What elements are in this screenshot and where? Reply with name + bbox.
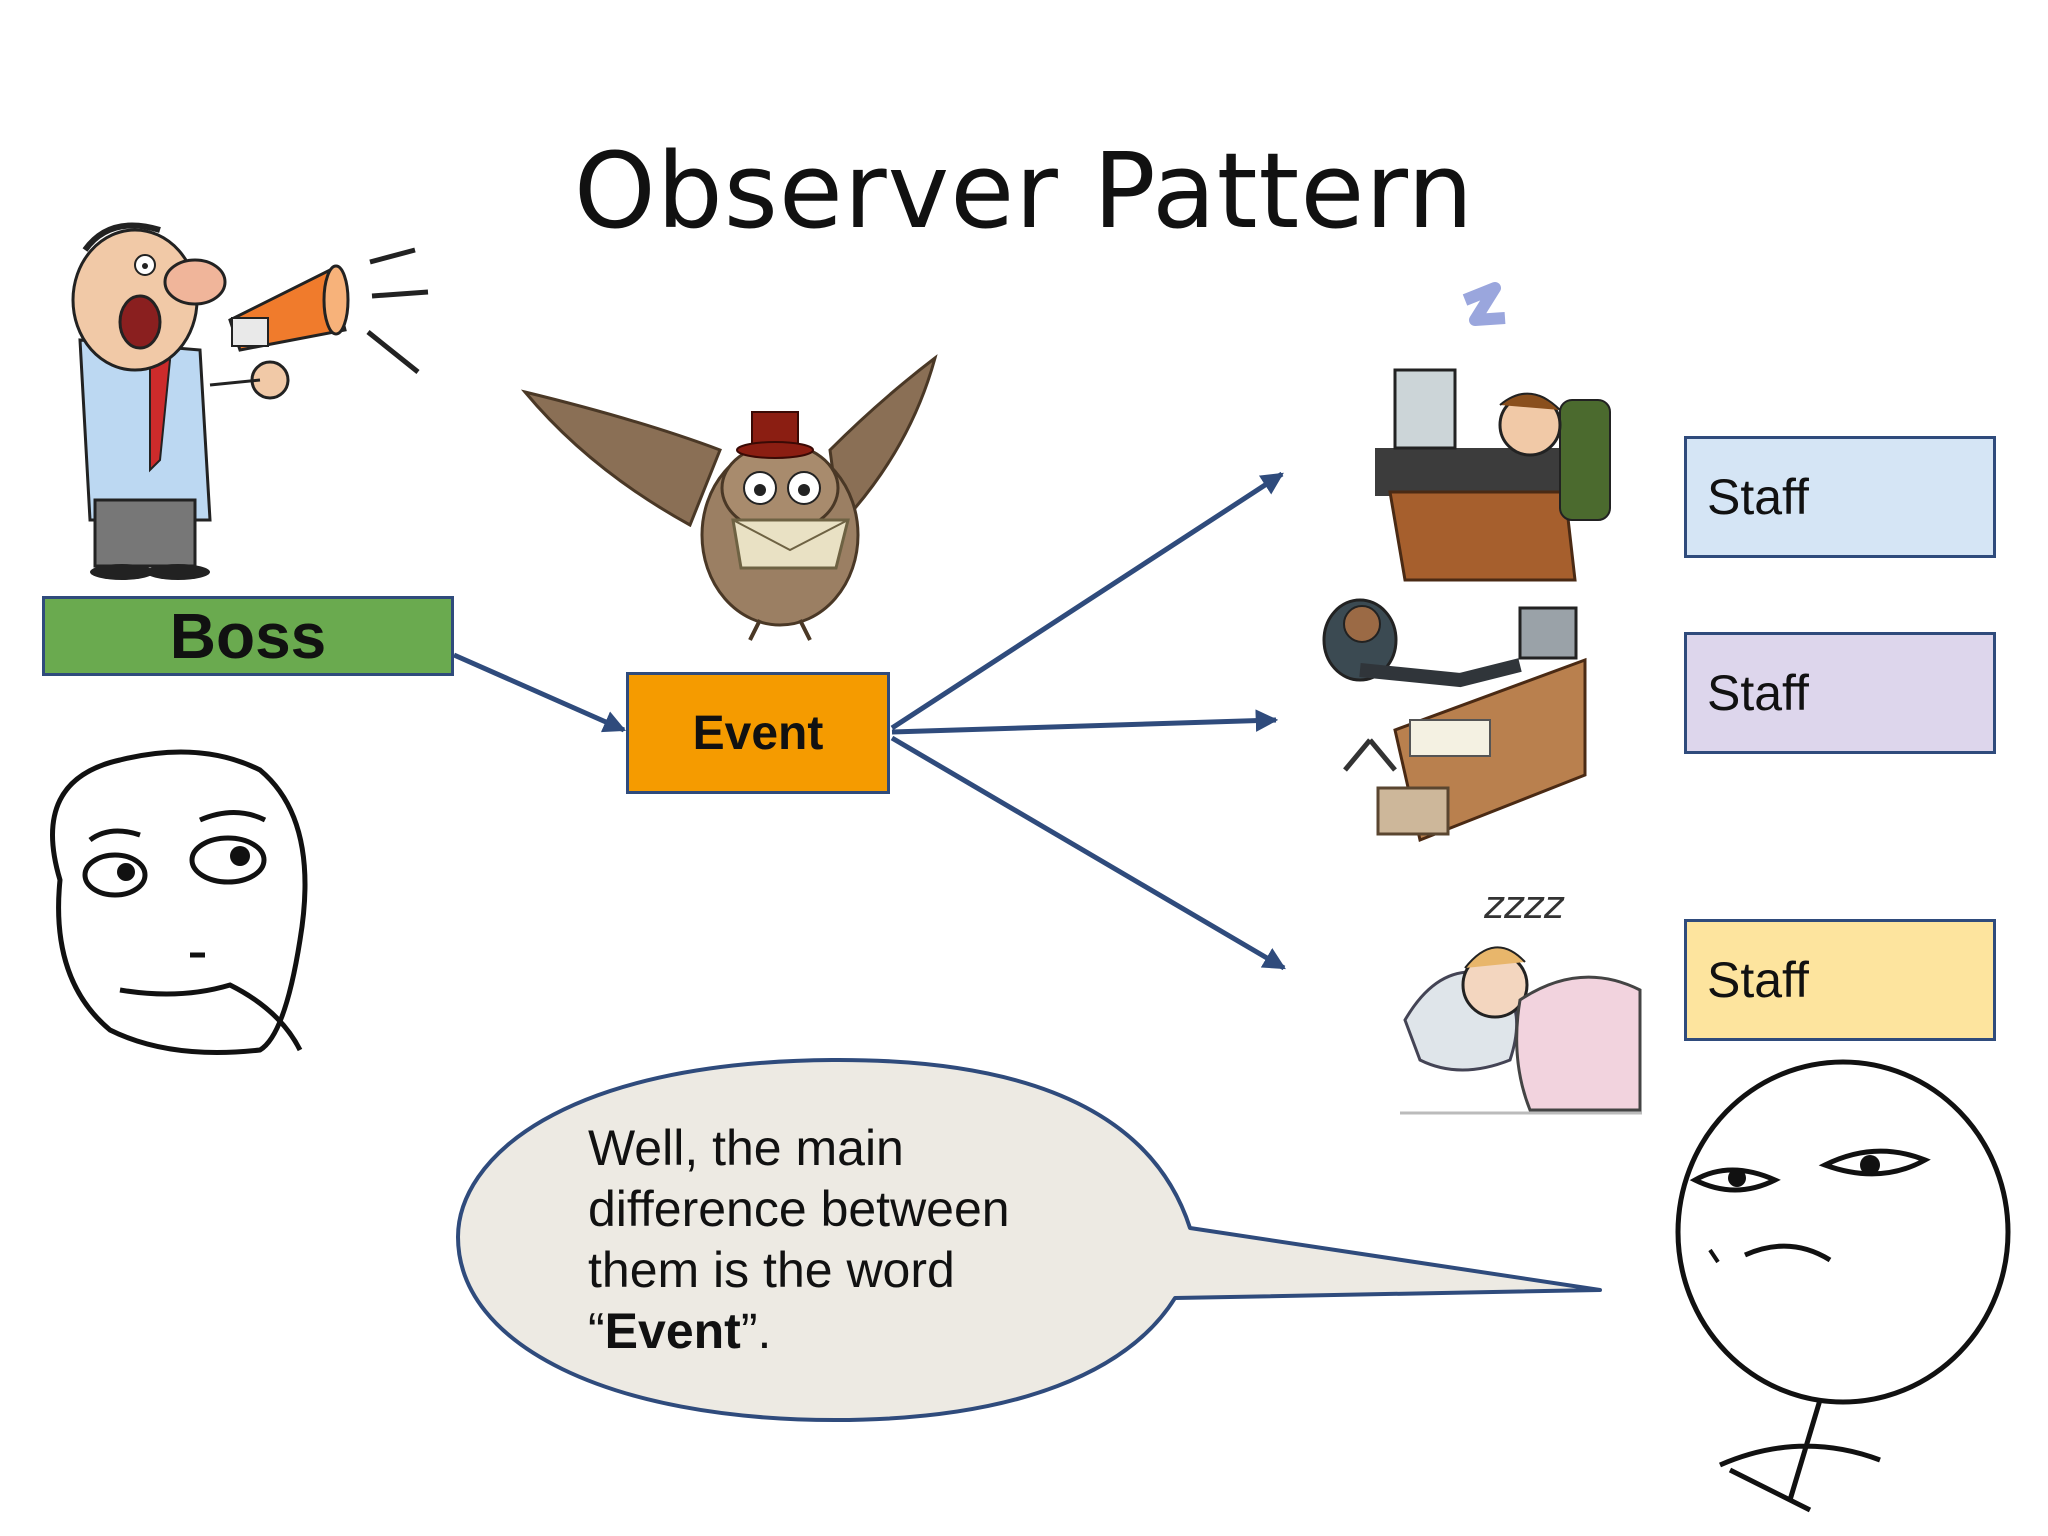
relaxing-worker-illustration [1322, 598, 1587, 843]
shouting-boss-illustration [71, 222, 429, 580]
staff-box-1: Staff [1684, 436, 1996, 558]
staff-box-3: Staff [1684, 919, 1996, 1041]
sleep-zzz-text: zzzz [1483, 883, 1565, 927]
speech-text-before: Well, the main difference between them i… [588, 1120, 1010, 1359]
arrow-event-to-staff-3 [890, 735, 1286, 971]
event-box: Event [626, 672, 890, 794]
thinking-face-illustration [50, 749, 308, 1055]
slide-title: Observer Pattern [573, 130, 1475, 252]
arrow-boss-to-event [452, 652, 627, 733]
boss-box: Boss [42, 596, 454, 676]
speech-text-emphasis: Event [604, 1303, 741, 1359]
arrow-event-to-staff-1 [890, 471, 1284, 731]
speech-bubble-text: Well, the main difference between them i… [588, 1118, 1108, 1362]
staff-box-2: Staff [1684, 632, 1996, 754]
sleeping-in-bed-illustration: zzzz [1400, 883, 1642, 1115]
speech-text-after: ”. [740, 1303, 772, 1359]
arrow-event-to-staff-2 [891, 709, 1279, 735]
sleeping-worker-desk-illustration [1375, 282, 1611, 582]
challenge-face-illustration [1675, 1059, 2011, 1513]
speech-bubble [456, 1057, 1602, 1422]
owl-with-letter-illustration [520, 354, 938, 641]
